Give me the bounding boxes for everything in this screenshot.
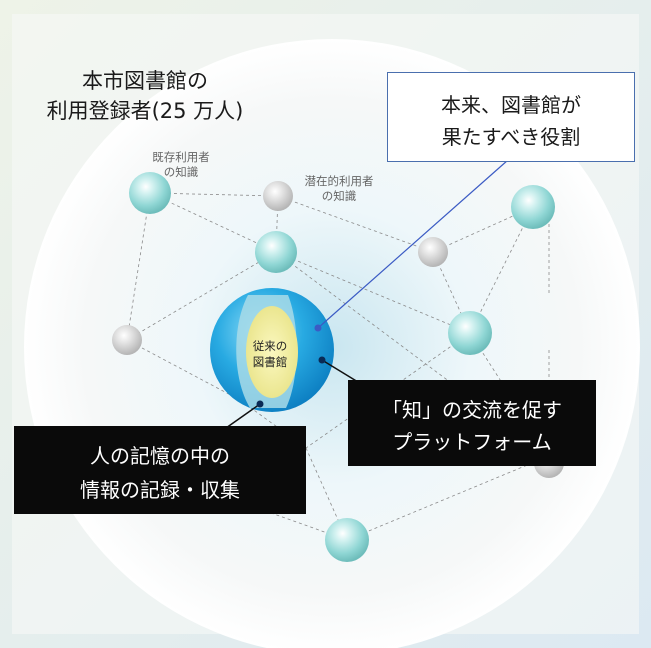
existing-user-node xyxy=(255,231,297,273)
knowledge-platform-line-1: 「知」の交流を促す xyxy=(382,398,562,422)
latent-user-node xyxy=(418,237,448,267)
knowledge-platform-callout: 「知」の交流を促す プラットフォーム xyxy=(348,380,596,466)
library-role-callout: 本来、図書館が 果たすべき役割 xyxy=(387,72,635,162)
existing-user-node xyxy=(325,518,369,562)
memory-record-line-1: 人の記憶の中の xyxy=(90,444,230,468)
core-library-label-line-2: 図書館 xyxy=(252,355,288,369)
existing-user-label: 既存利用者 の知識 xyxy=(138,150,224,180)
role-pointer-line xyxy=(317,159,509,329)
traditional-library-core xyxy=(210,288,334,412)
library-role-line-2: 果たすべき役割 xyxy=(441,125,581,149)
platform-pointer-line xyxy=(321,359,359,383)
memory-record-line-2: 情報の記録・収集 xyxy=(80,478,240,502)
existing-user-label-line-1: 既存利用者 xyxy=(152,150,210,164)
library-role-line-1: 本来、図書館が xyxy=(441,93,581,117)
latent-user-node xyxy=(112,325,142,355)
platform-pointer-dot xyxy=(318,356,326,364)
memory-pointer-line xyxy=(225,403,261,429)
existing-user-node xyxy=(129,172,171,214)
latent-user-label-line-2: の知識 xyxy=(321,189,357,203)
latent-user-label-line-1: 潜在的利用者 xyxy=(304,174,374,188)
role-pointer-dot xyxy=(314,324,322,332)
core-library-label: 従来の 図書館 xyxy=(247,338,293,370)
title-line-1: 本市図書館の xyxy=(82,69,208,93)
memory-pointer-dot xyxy=(256,400,264,408)
latent-user-node xyxy=(263,181,293,211)
diagram-title: 本市図書館の 利用登録者(25 万人) xyxy=(30,66,260,126)
latent-user-label: 潜在的利用者 の知識 xyxy=(286,174,392,204)
existing-user-node xyxy=(448,311,492,355)
core-library-label-line-1: 従来の xyxy=(252,339,288,353)
knowledge-platform-line-2: プラットフォーム xyxy=(392,430,552,454)
existing-user-label-line-2: の知識 xyxy=(163,165,199,179)
title-line-2: 利用登録者(25 万人) xyxy=(46,99,244,123)
memory-record-callout: 人の記憶の中の 情報の記録・収集 xyxy=(14,426,306,514)
existing-user-node xyxy=(511,185,555,229)
